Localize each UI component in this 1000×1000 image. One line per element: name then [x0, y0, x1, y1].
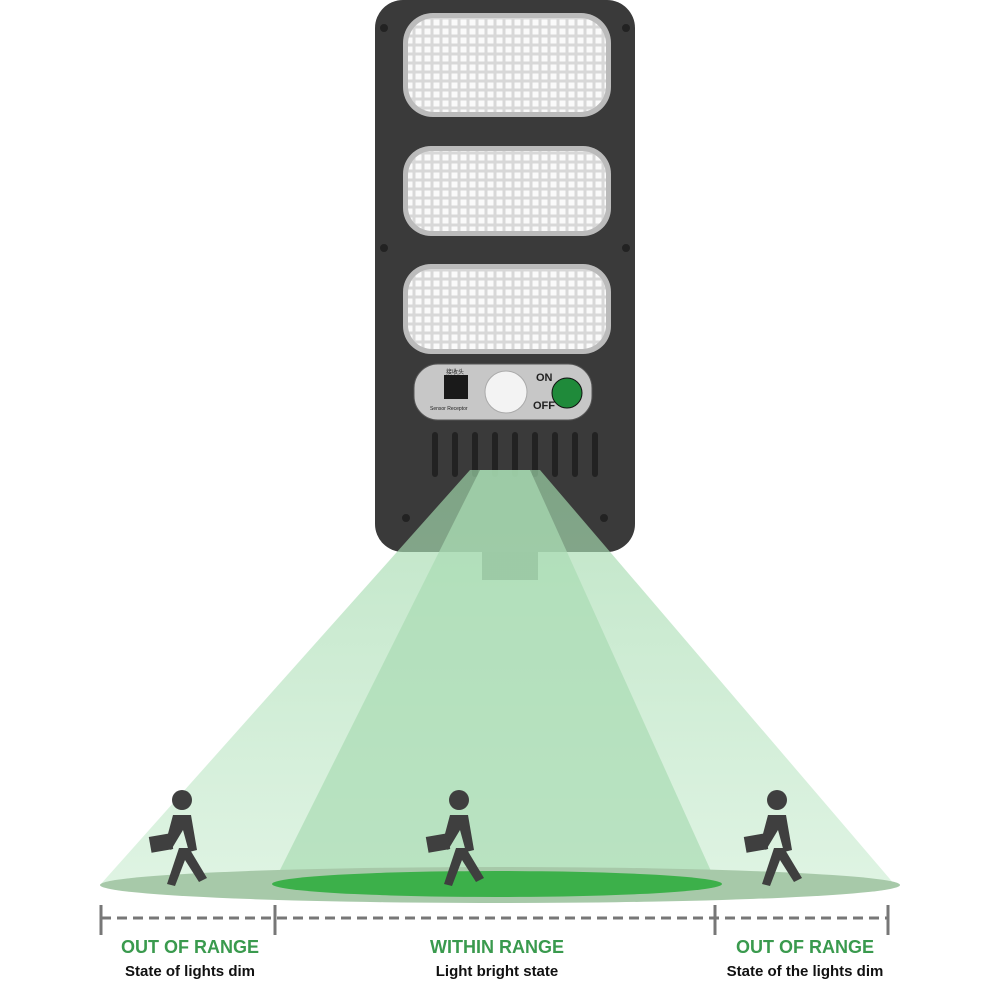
zone-center-subtitle: Light bright state	[435, 963, 559, 980]
screws	[380, 24, 630, 522]
zone-center-title: WITHIN RANGE	[430, 937, 564, 957]
sensor-label-cn: 接收头	[446, 370, 465, 376]
control-panel	[413, 363, 593, 421]
pir-sensor	[484, 370, 528, 414]
zone-right-title: OUT OF RANGE	[736, 937, 874, 957]
power-switch[interactable]	[551, 377, 583, 409]
range-dimension-line	[99, 905, 890, 935]
zone-left-title: OUT OF RANGE	[121, 937, 259, 957]
zone-left-subtitle: State of lights dim	[124, 963, 255, 980]
detection-beam-inner	[275, 470, 715, 880]
ground-range-bright	[272, 871, 722, 897]
switch-on-label: ON	[536, 372, 553, 384]
walking-person-icon	[148, 790, 207, 886]
sensor-label-en: Sensor Receptor	[430, 406, 468, 412]
vents	[432, 432, 598, 477]
switch-off-label: OFF	[533, 400, 555, 412]
zone-right-subtitle: State of the lights dim	[726, 963, 884, 980]
led-panels	[403, 13, 611, 354]
